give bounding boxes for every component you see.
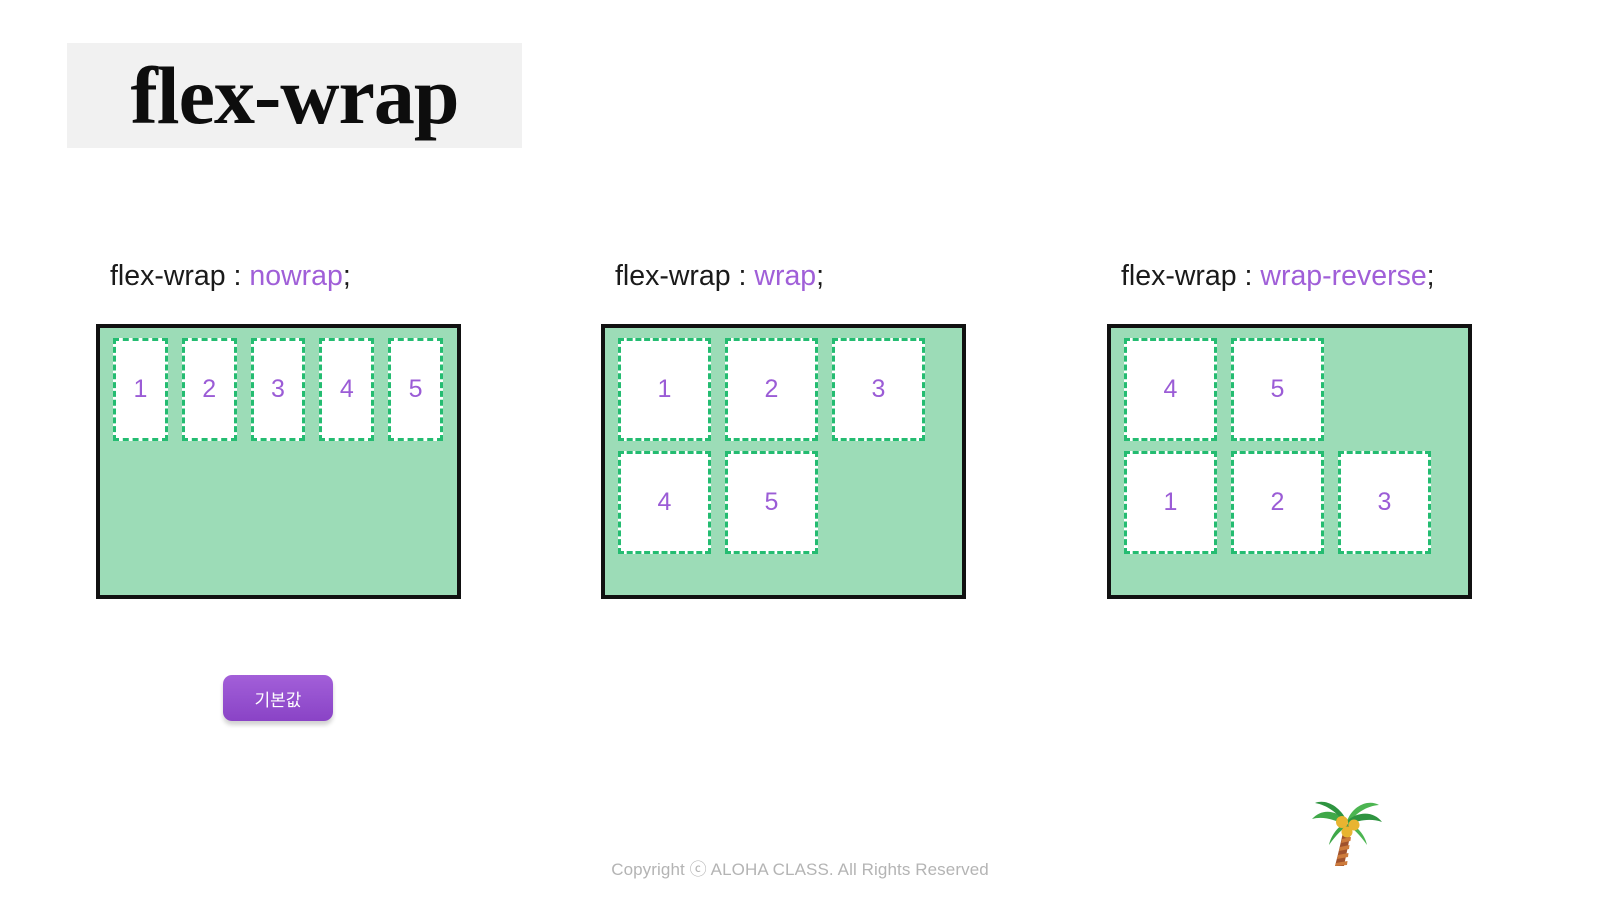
demo-semicolon: ; — [342, 260, 351, 292]
flex-item: 4 — [1124, 337, 1217, 441]
flex-item: 4 — [319, 337, 375, 441]
demo-property-value: wrap — [754, 260, 817, 292]
flex-item: 3 — [1338, 450, 1431, 554]
demo-column-wrap-reverse: flex-wrap : wrap-reverse; 1 2 3 4 5 — [1107, 262, 1482, 599]
demo-property-name: flex-wrap : — [1121, 260, 1261, 292]
flex-item: 4 — [618, 450, 711, 554]
flex-item: 3 — [250, 337, 306, 441]
flex-item: 2 — [725, 337, 818, 441]
page-title: flex-wrap — [130, 49, 459, 141]
demo-heading-nowrap: flex-wrap : nowrap; — [96, 262, 471, 291]
default-value-button[interactable]: 기본값 — [223, 675, 333, 721]
flex-item: 3 — [832, 337, 925, 441]
demo-property-value: nowrap — [249, 260, 343, 292]
demo-heading-wrap-reverse: flex-wrap : wrap-reverse; — [1107, 262, 1482, 291]
flex-container-nowrap: 1 2 3 4 5 — [96, 323, 461, 599]
footer-copyright: Copyright ⓒ ALOHA CLASS. All Rights Rese… — [611, 860, 989, 879]
flex-item: 5 — [1231, 337, 1324, 441]
demo-heading-wrap: flex-wrap : wrap; — [601, 262, 976, 291]
page-title-box: flex-wrap — [67, 43, 522, 148]
flex-item: 1 — [1124, 450, 1217, 554]
flex-item: 5 — [725, 450, 818, 554]
demo-semicolon: ; — [816, 260, 825, 292]
demo-property-value: wrap-reverse — [1260, 260, 1427, 292]
demo-property-name: flex-wrap : — [615, 260, 755, 292]
flex-item: 2 — [181, 337, 237, 441]
flex-item: 2 — [1231, 450, 1324, 554]
flex-item: 1 — [113, 337, 168, 441]
flex-container-wrap: 1 2 3 4 5 — [601, 323, 966, 599]
flex-container-wrap-reverse: 1 2 3 4 5 — [1107, 323, 1472, 599]
flex-item: 5 — [388, 337, 443, 441]
flex-item: 1 — [618, 337, 711, 441]
palm-tree-icon — [1309, 797, 1385, 867]
demo-column-nowrap: flex-wrap : nowrap; 1 2 3 4 5 — [96, 262, 471, 599]
demo-column-wrap: flex-wrap : wrap; 1 2 3 4 5 — [601, 262, 976, 599]
demo-property-name: flex-wrap : — [110, 260, 250, 292]
demo-semicolon: ; — [1426, 260, 1435, 292]
